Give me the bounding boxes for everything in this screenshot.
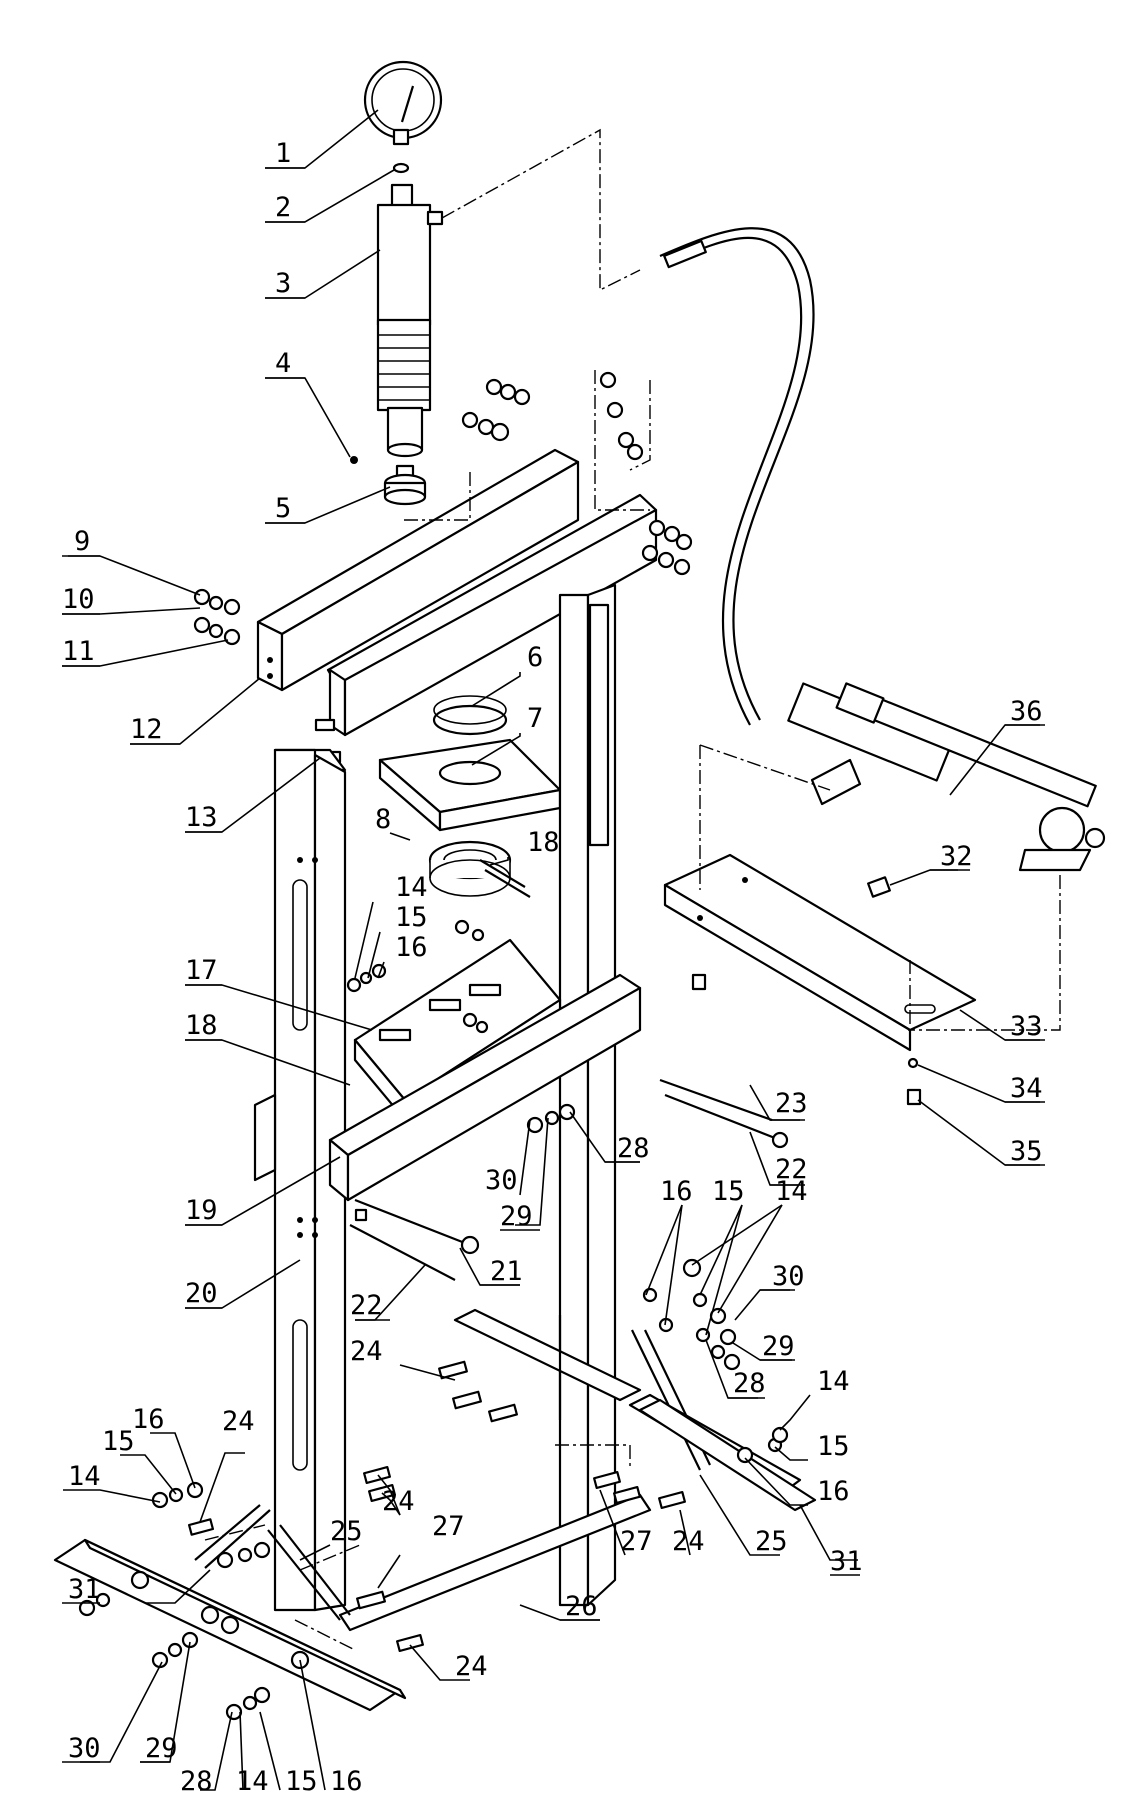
ring-8	[428, 840, 512, 897]
callout-14e: 14	[236, 1766, 269, 1797]
callout-28c: 28	[180, 1766, 213, 1797]
base-angle-left	[53, 1538, 407, 1712]
callout-1: 1	[275, 138, 291, 169]
callout-21: 21	[490, 1256, 523, 1287]
top-beam-front	[256, 448, 580, 692]
callout-30b: 30	[772, 1261, 805, 1292]
callout-24c: 24	[382, 1486, 415, 1517]
callout-22a: 22	[350, 1290, 383, 1321]
callout-34: 34	[1010, 1073, 1043, 1104]
left-upright	[273, 748, 347, 1612]
callout-15c: 15	[817, 1431, 850, 1462]
callout-30c: 30	[68, 1733, 101, 1764]
callout-20: 20	[185, 1278, 218, 1309]
callout-30a: 30	[485, 1165, 518, 1196]
callout-10: 10	[62, 584, 95, 615]
callout-28a: 28	[617, 1133, 650, 1164]
washer-2	[392, 162, 410, 174]
callout-3: 3	[275, 268, 291, 299]
callout-6: 6	[527, 642, 543, 673]
callout-17: 17	[185, 955, 218, 986]
callout-26: 26	[565, 1591, 598, 1622]
hand-pump	[787, 682, 1106, 872]
callout-22b: 22	[775, 1154, 808, 1185]
pump-mounting-plate	[663, 853, 977, 1052]
callout-19: 19	[185, 1195, 218, 1226]
callout-36: 36	[1010, 696, 1043, 727]
plate-7	[378, 738, 562, 832]
hydraulic-hose	[659, 227, 815, 726]
callout-32: 32	[940, 841, 973, 872]
callout-labels: 1 2 3 4 5 6 7 8 9 10 11 12 13 14 15 16 1…	[62, 138, 1043, 1797]
callout-4: 4	[275, 348, 291, 379]
callout-16: 16	[395, 932, 428, 963]
callout-underlines	[62, 167, 1045, 1763]
pin-18-upper	[479, 859, 526, 888]
callout-27a: 27	[432, 1511, 465, 1542]
callout-9: 9	[74, 526, 90, 557]
callout-24a: 24	[350, 1336, 383, 1367]
top-fasteners	[193, 371, 693, 764]
callout-16b: 16	[660, 1176, 693, 1207]
callout-18a: 18	[527, 827, 560, 858]
callout-23: 23	[775, 1088, 808, 1119]
callout-24d: 24	[672, 1526, 705, 1557]
callout-14b: 14	[775, 1176, 808, 1207]
base-angle-right	[638, 1398, 817, 1512]
callout-12: 12	[130, 714, 163, 745]
callout-31a: 31	[68, 1574, 101, 1605]
callout-29c: 29	[145, 1733, 178, 1764]
callout-35: 35	[1010, 1136, 1043, 1167]
callout-14: 14	[395, 872, 428, 903]
callout-7: 7	[527, 703, 543, 734]
pressure-gauge	[363, 60, 443, 146]
ball-4	[350, 456, 358, 464]
saddle-5	[383, 464, 427, 506]
callout-28b: 28	[733, 1368, 766, 1399]
callout-15: 15	[395, 902, 428, 933]
bolts-32-35	[691, 876, 922, 1106]
callout-15d: 15	[102, 1426, 135, 1457]
callout-25a: 25	[330, 1516, 363, 1547]
callout-24e: 24	[455, 1651, 488, 1682]
callout-18b: 18	[185, 1010, 218, 1041]
callout-8: 8	[375, 804, 391, 835]
callout-27b: 27	[620, 1526, 653, 1557]
callout-5: 5	[275, 493, 291, 524]
callout-2: 2	[275, 192, 291, 223]
callout-15e: 15	[285, 1766, 318, 1797]
top-beam-rear	[326, 493, 658, 737]
hydraulic-cylinder	[376, 183, 444, 458]
rods-21-22	[349, 1078, 789, 1281]
callout-24b: 24	[222, 1406, 255, 1437]
callout-16d: 16	[132, 1404, 165, 1435]
ring-6	[432, 695, 508, 736]
callout-29a: 29	[500, 1201, 533, 1232]
middle-beam	[253, 973, 642, 1202]
callout-11: 11	[62, 636, 95, 667]
callout-15b: 15	[712, 1176, 745, 1207]
callout-16e: 16	[330, 1766, 363, 1797]
right-upright	[558, 583, 617, 1607]
callout-33: 33	[1010, 1011, 1043, 1042]
callout-25b: 25	[755, 1526, 788, 1557]
callout-14d: 14	[68, 1461, 101, 1492]
callout-13: 13	[185, 802, 218, 833]
callout-16c: 16	[817, 1476, 850, 1507]
callout-31b: 31	[830, 1546, 863, 1577]
callout-14c: 14	[817, 1366, 850, 1397]
callout-29b: 29	[762, 1331, 795, 1362]
